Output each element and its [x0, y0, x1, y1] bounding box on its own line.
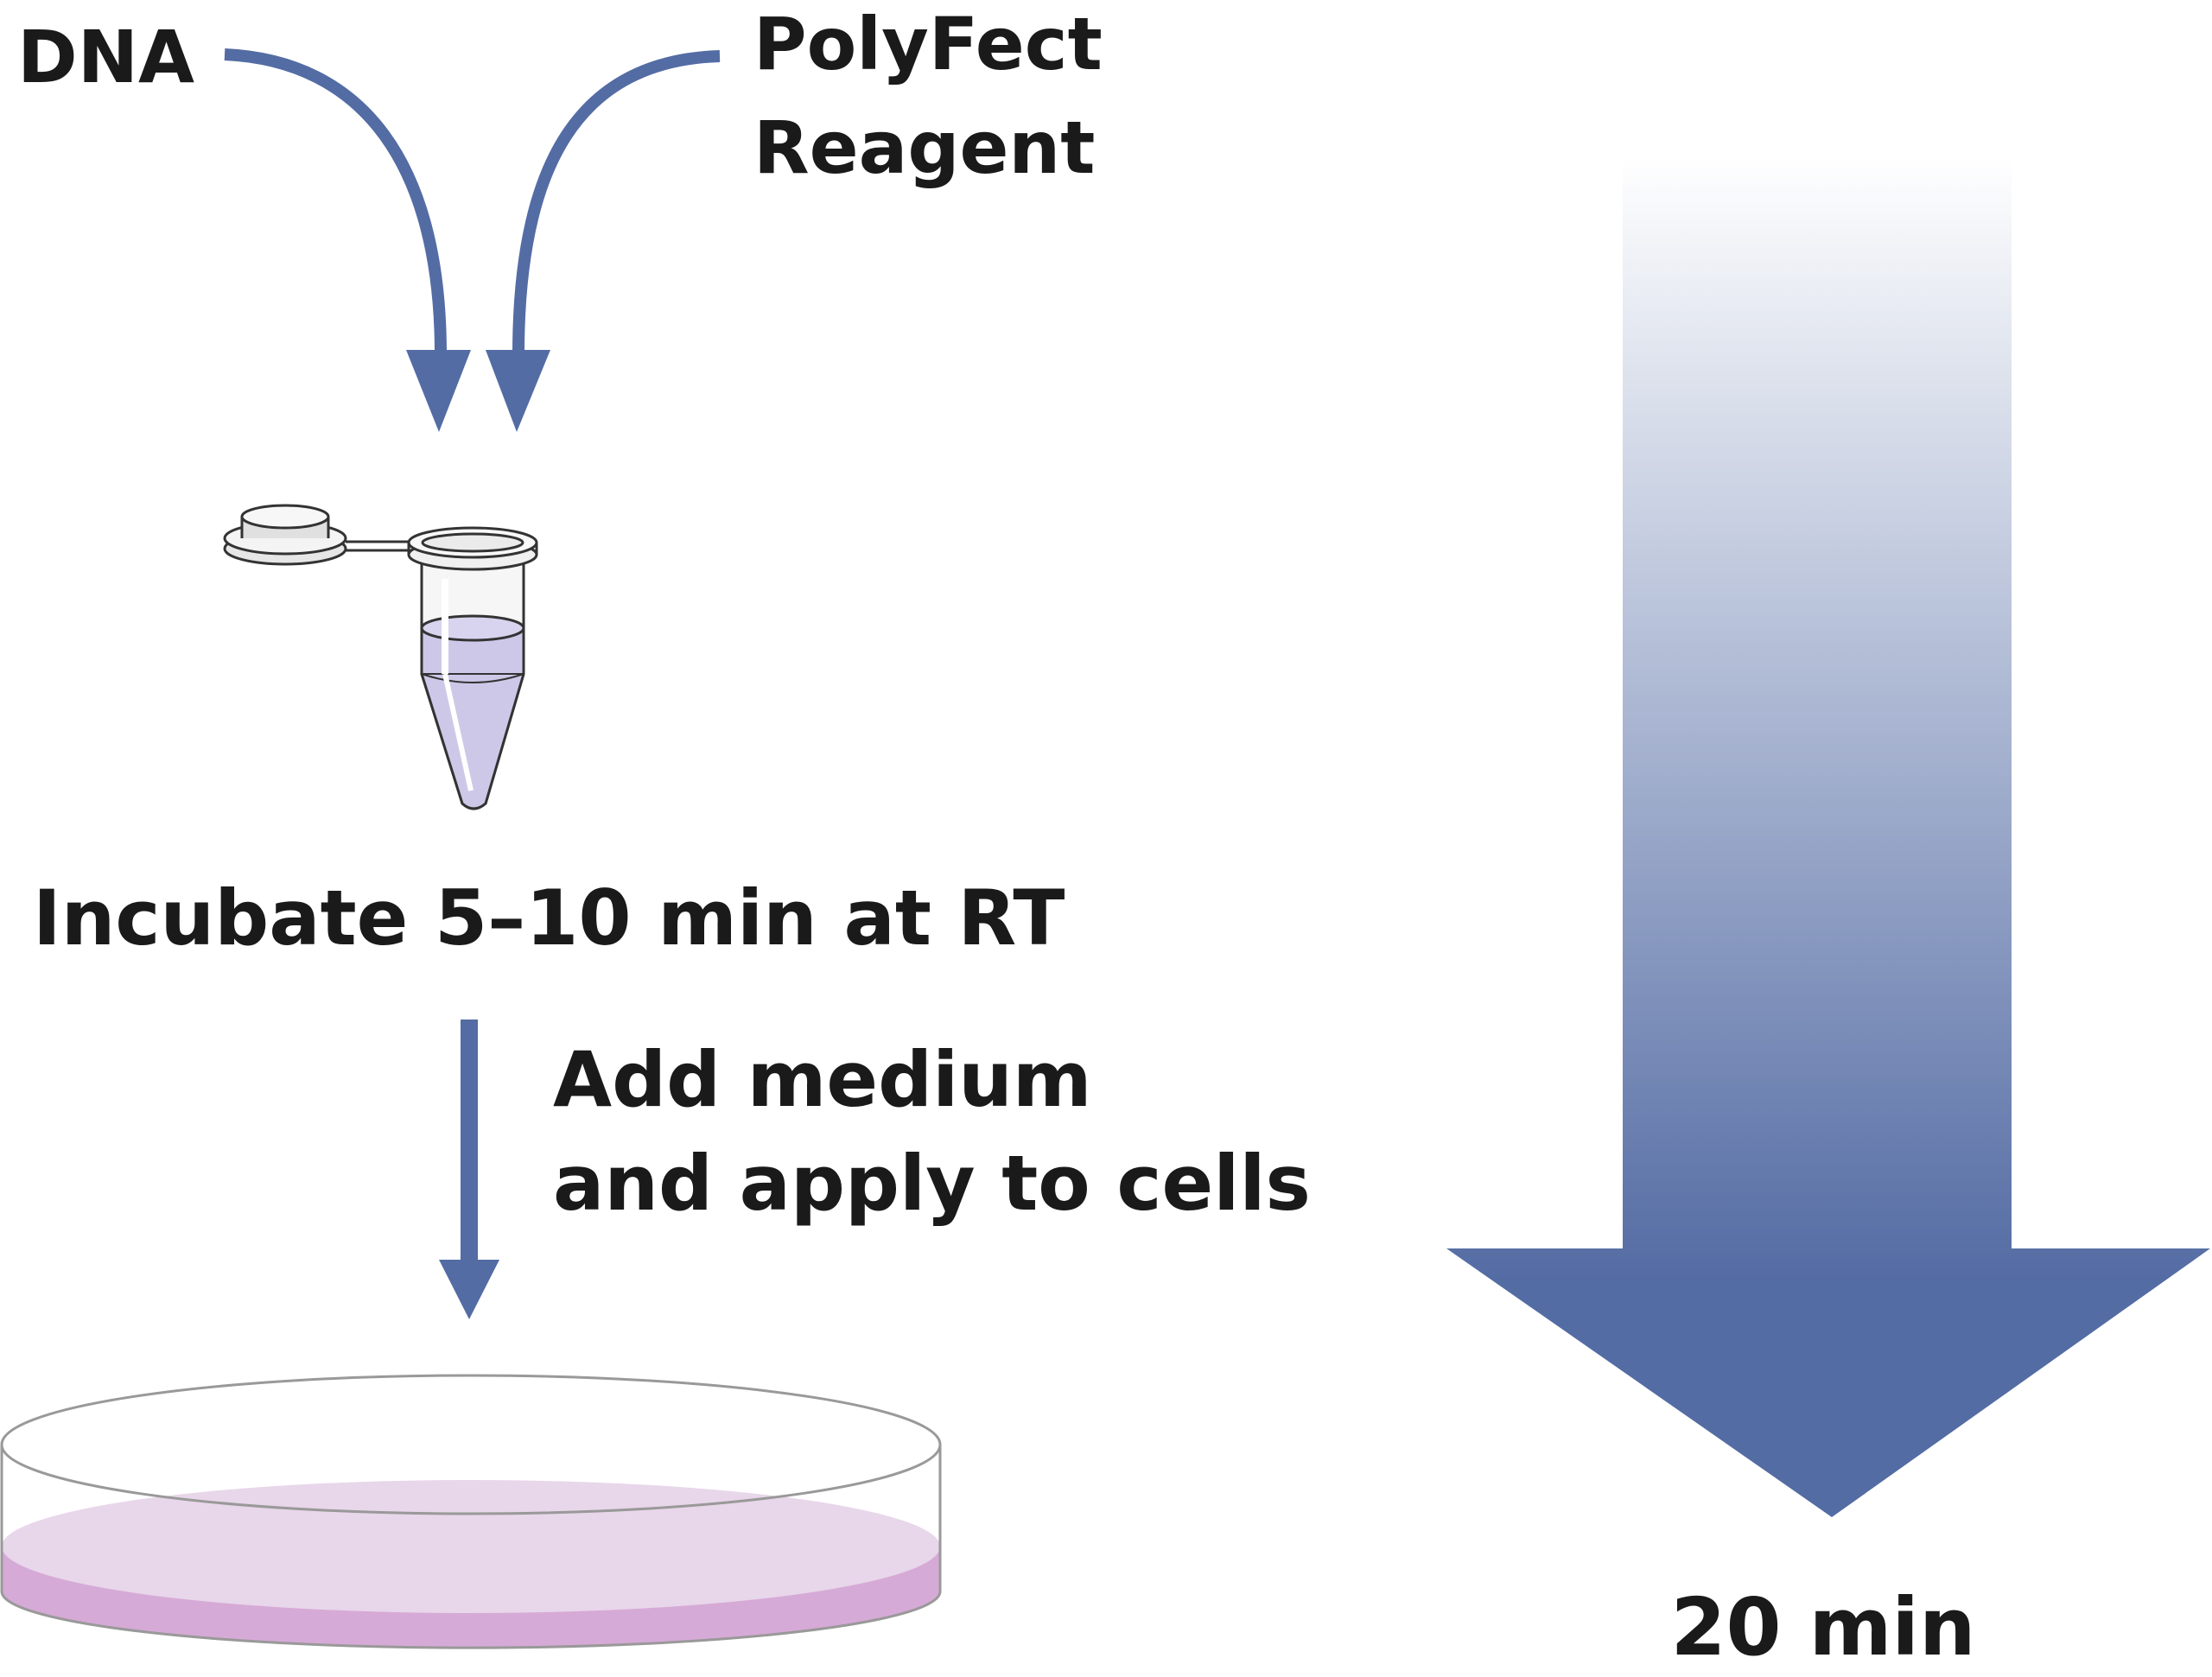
reagent-label-line2: Reagent	[753, 105, 1095, 190]
reagent-arrow-head	[486, 350, 550, 432]
dna-arrow-head	[406, 350, 471, 432]
petri-dish-icon	[0, 1374, 942, 1649]
duration-label: 20 min	[1671, 1581, 1976, 1674]
dna-label: DNA	[17, 15, 194, 99]
reagent-label-line1: PolyFect	[753, 2, 1103, 86]
time-arrow	[1446, 156, 2210, 1517]
add-medium-label-line1: Add medium	[553, 1035, 1092, 1124]
incubate-label: Incubate 5–10 min at RT	[33, 873, 1065, 962]
dna-arrow	[224, 48, 447, 355]
microcentrifuge-tube-icon	[223, 504, 538, 810]
reagent-arrow	[512, 50, 721, 355]
add-medium-label-line2: and apply to cells	[553, 1139, 1311, 1228]
add-medium-arrow-head	[439, 1260, 499, 1319]
